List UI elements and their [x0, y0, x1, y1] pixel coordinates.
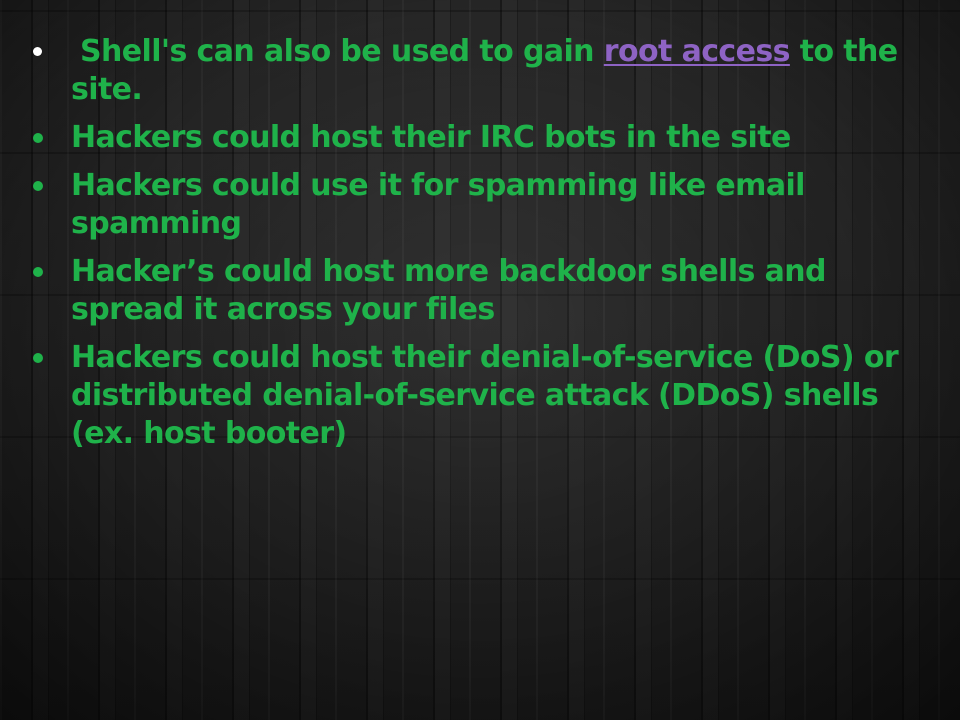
bullet-root-access: Shell's can also be used to gain root ac… — [33, 33, 943, 109]
bullet-dot-icon — [33, 267, 43, 277]
bullet-ddos-shells: Hackers could host their denial-of-servi… — [33, 339, 943, 453]
bullet-text: Hacker’s could host more backdoor shells… — [71, 254, 826, 327]
root-access-link[interactable]: root access — [603, 34, 791, 69]
bullet-text: Hackers could host their IRC bots in the… — [71, 120, 791, 155]
bullet-text: Hackers could host their denial-of-servi… — [71, 340, 899, 451]
bullet-text-before-link: Shell's can also be used to gain — [80, 34, 604, 69]
bullet-text-after-link: to the site. — [71, 34, 898, 107]
bullet-spamming: Hackers could use it for spamming like e… — [33, 167, 943, 243]
bullet-irc-bots: Hackers could host their IRC bots in the… — [33, 119, 943, 157]
bullet-dot-icon — [33, 133, 43, 143]
bullet-dot-icon — [33, 353, 43, 363]
bullet-dot-icon — [33, 181, 43, 191]
bullet-backdoor-shells: Hacker’s could host more backdoor shells… — [33, 253, 943, 329]
bullet-list: Shell's can also be used to gain root ac… — [33, 33, 943, 463]
bullet-dot-icon — [33, 47, 42, 56]
bullet-text: Hackers could use it for spamming like e… — [71, 168, 805, 241]
